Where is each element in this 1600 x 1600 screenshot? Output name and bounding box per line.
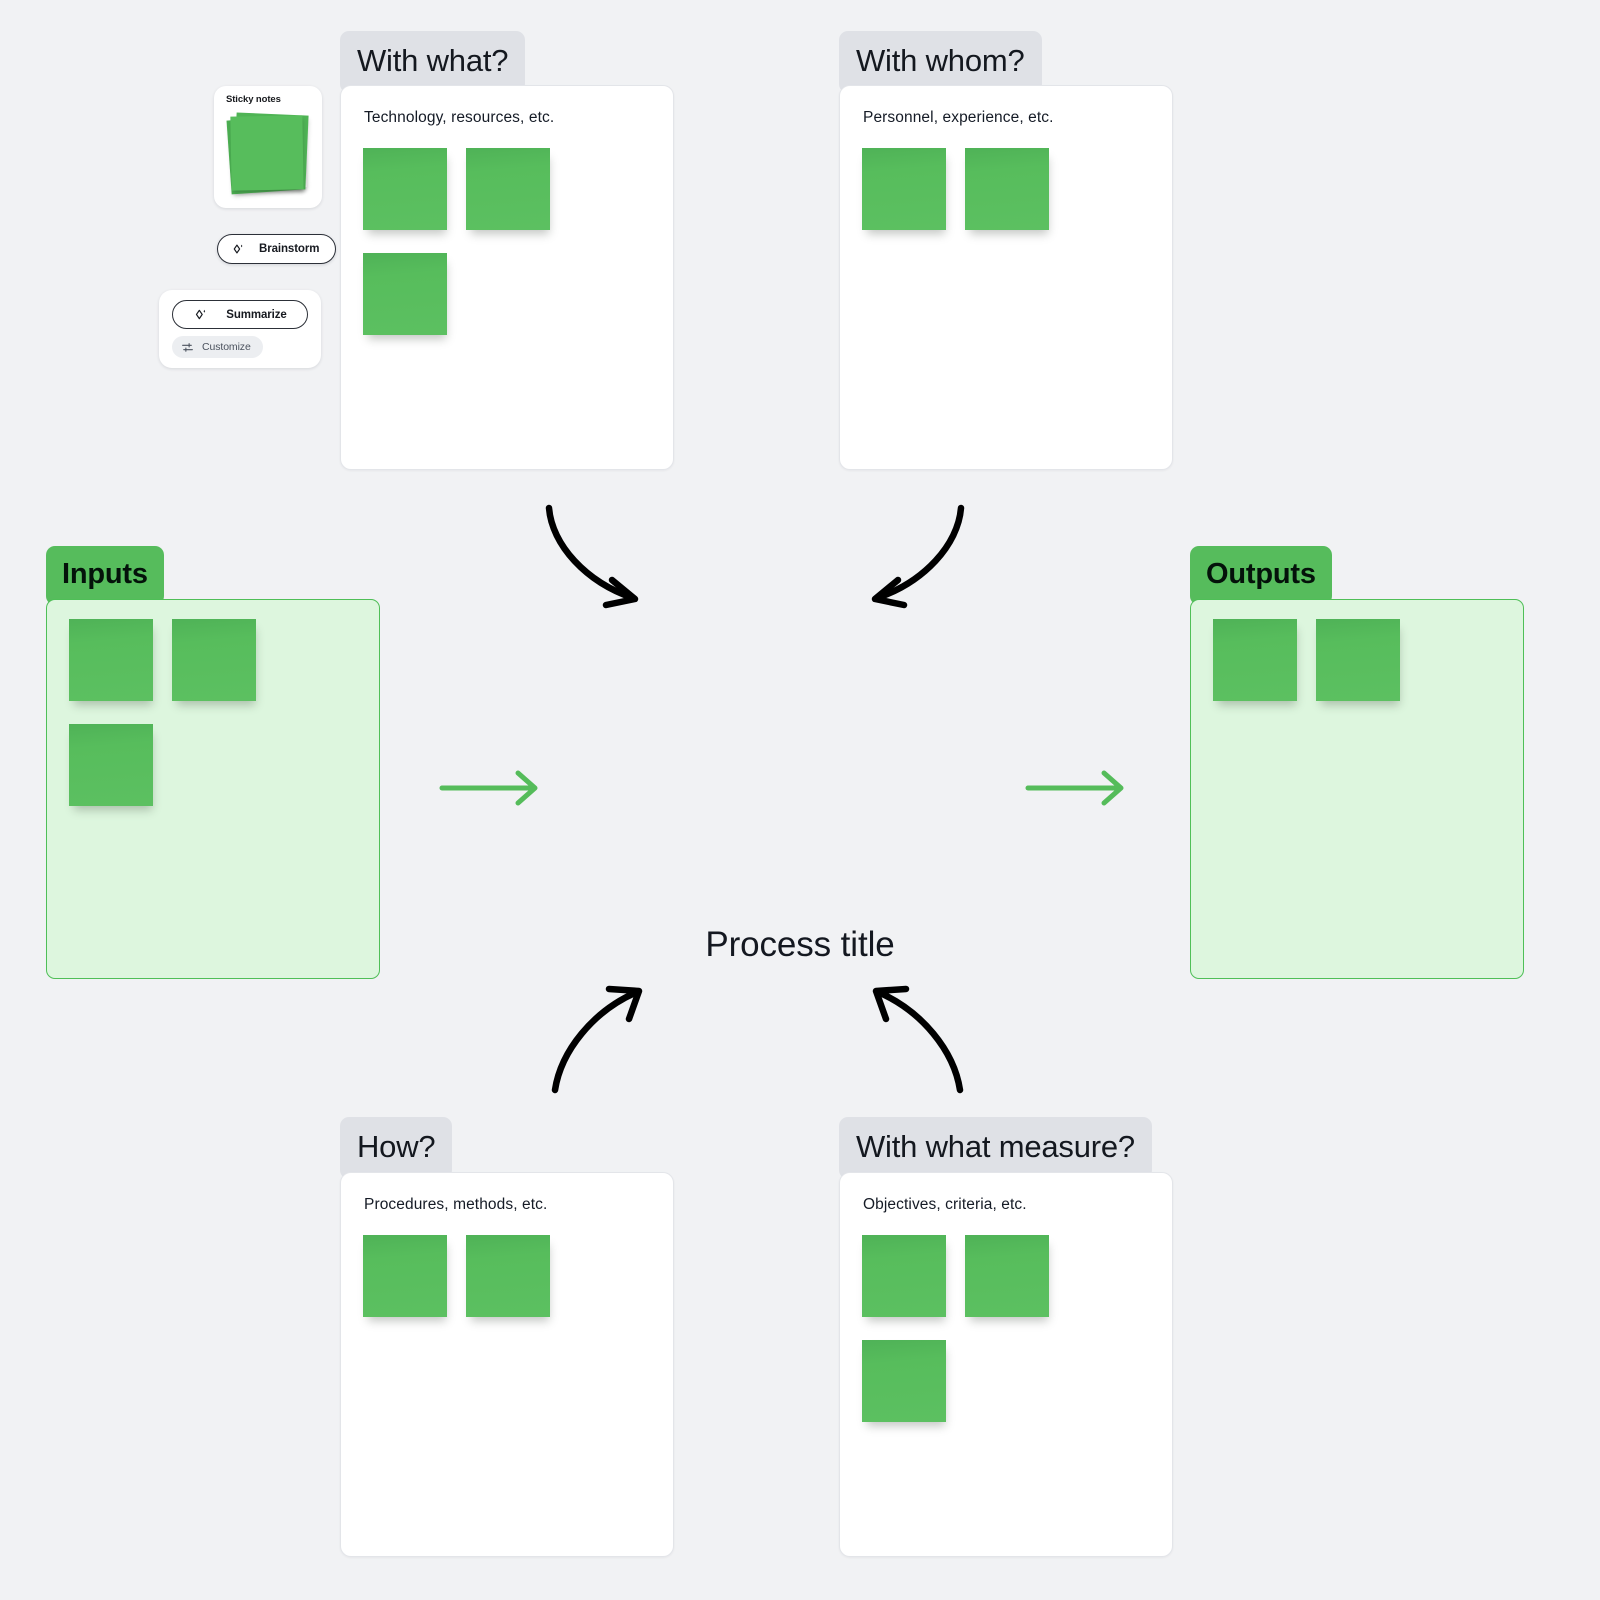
page-title[interactable]: Process title (705, 925, 895, 964)
sticky-note[interactable] (965, 148, 1049, 230)
brainstorm-button-label: Brainstorm (259, 243, 320, 255)
arrow-with-whom-to-process (871, 504, 965, 609)
section-panel-outputs[interactable] (1190, 599, 1524, 979)
section-header-with-what[interactable]: With what? (340, 31, 526, 93)
sticky-notes-tool-card[interactable]: Sticky notes (214, 86, 322, 208)
section-card-with-what-measure[interactable]: Objectives, criteria, etc. (839, 1172, 1173, 1557)
section-hint-with-what: Technology, resources, etc. (364, 109, 555, 126)
section-header-outputs[interactable]: Outputs (1190, 546, 1332, 605)
section-panel-inputs[interactable] (46, 599, 380, 979)
section-header-how[interactable]: How? (340, 1117, 453, 1179)
sticky-note[interactable] (69, 724, 153, 806)
section-card-with-what[interactable]: Technology, resources, etc. (340, 85, 674, 470)
sticky-note[interactable] (363, 253, 447, 335)
arrow-measure-to-process (872, 985, 964, 1094)
section-card-with-whom[interactable]: Personnel, experience, etc. (839, 85, 1173, 470)
arrow-with-what-to-process (545, 504, 639, 609)
sticky-note[interactable] (466, 148, 550, 230)
sticky-notes-tool-label: Sticky notes (226, 94, 281, 105)
sticky-note[interactable] (363, 1235, 447, 1317)
sliders-icon (181, 341, 194, 354)
sticky-note[interactable] (862, 148, 946, 230)
ai-sparkle-icon (231, 242, 246, 257)
sticky-note[interactable] (1316, 619, 1400, 701)
sticky-note-stack-icon (226, 110, 311, 200)
sticky-note[interactable] (363, 148, 447, 230)
sticky-note[interactable] (965, 1235, 1049, 1317)
summarize-panel: Summarize Customize (159, 290, 321, 368)
section-hint-with-whom: Personnel, experience, etc. (863, 109, 1054, 126)
summarize-button-label: Summarize (226, 308, 287, 321)
summarize-button[interactable]: Summarize (172, 300, 308, 329)
section-header-with-what-measure[interactable]: With what measure? (839, 1117, 1152, 1179)
sticky-note[interactable] (1213, 619, 1297, 701)
ai-sparkle-icon (193, 307, 209, 323)
arrow-inputs-to-process (439, 770, 538, 806)
arrow-how-to-process (551, 985, 643, 1094)
brainstorm-button[interactable]: Brainstorm (217, 234, 337, 264)
section-card-how[interactable]: Procedures, methods, etc. (340, 1172, 674, 1557)
sticky-note[interactable] (466, 1235, 550, 1317)
sticky-note[interactable] (172, 619, 256, 701)
sticky-note[interactable] (862, 1340, 946, 1422)
sticky-note[interactable] (69, 619, 153, 701)
sticky-note[interactable] (862, 1235, 946, 1317)
section-hint-with-what-measure: Objectives, criteria, etc. (863, 1196, 1027, 1213)
arrow-process-to-outputs (1025, 770, 1124, 806)
section-header-with-whom[interactable]: With whom? (839, 31, 1042, 93)
section-header-inputs[interactable]: Inputs (46, 546, 164, 605)
customize-button-label: Customize (202, 341, 251, 353)
customize-button[interactable]: Customize (172, 336, 263, 358)
section-hint-how: Procedures, methods, etc. (364, 1196, 548, 1213)
